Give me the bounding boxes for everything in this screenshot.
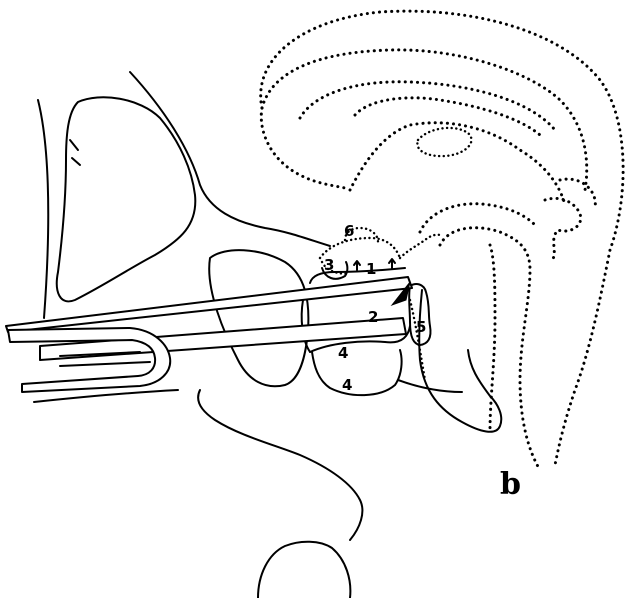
label-4-lower: 4 [342, 376, 352, 394]
up-arrow-icon [389, 259, 395, 268]
label-1: 1 [366, 260, 376, 278]
speculum-handle [8, 328, 170, 392]
label-2: 2 [368, 308, 378, 326]
up-arrow-icon [354, 261, 360, 270]
label-6: 6 [344, 222, 354, 240]
label-5: 5 [416, 318, 426, 336]
panel-label: b [500, 467, 521, 502]
label-4-upper: 4 [338, 344, 348, 362]
label-3: 3 [324, 256, 334, 274]
